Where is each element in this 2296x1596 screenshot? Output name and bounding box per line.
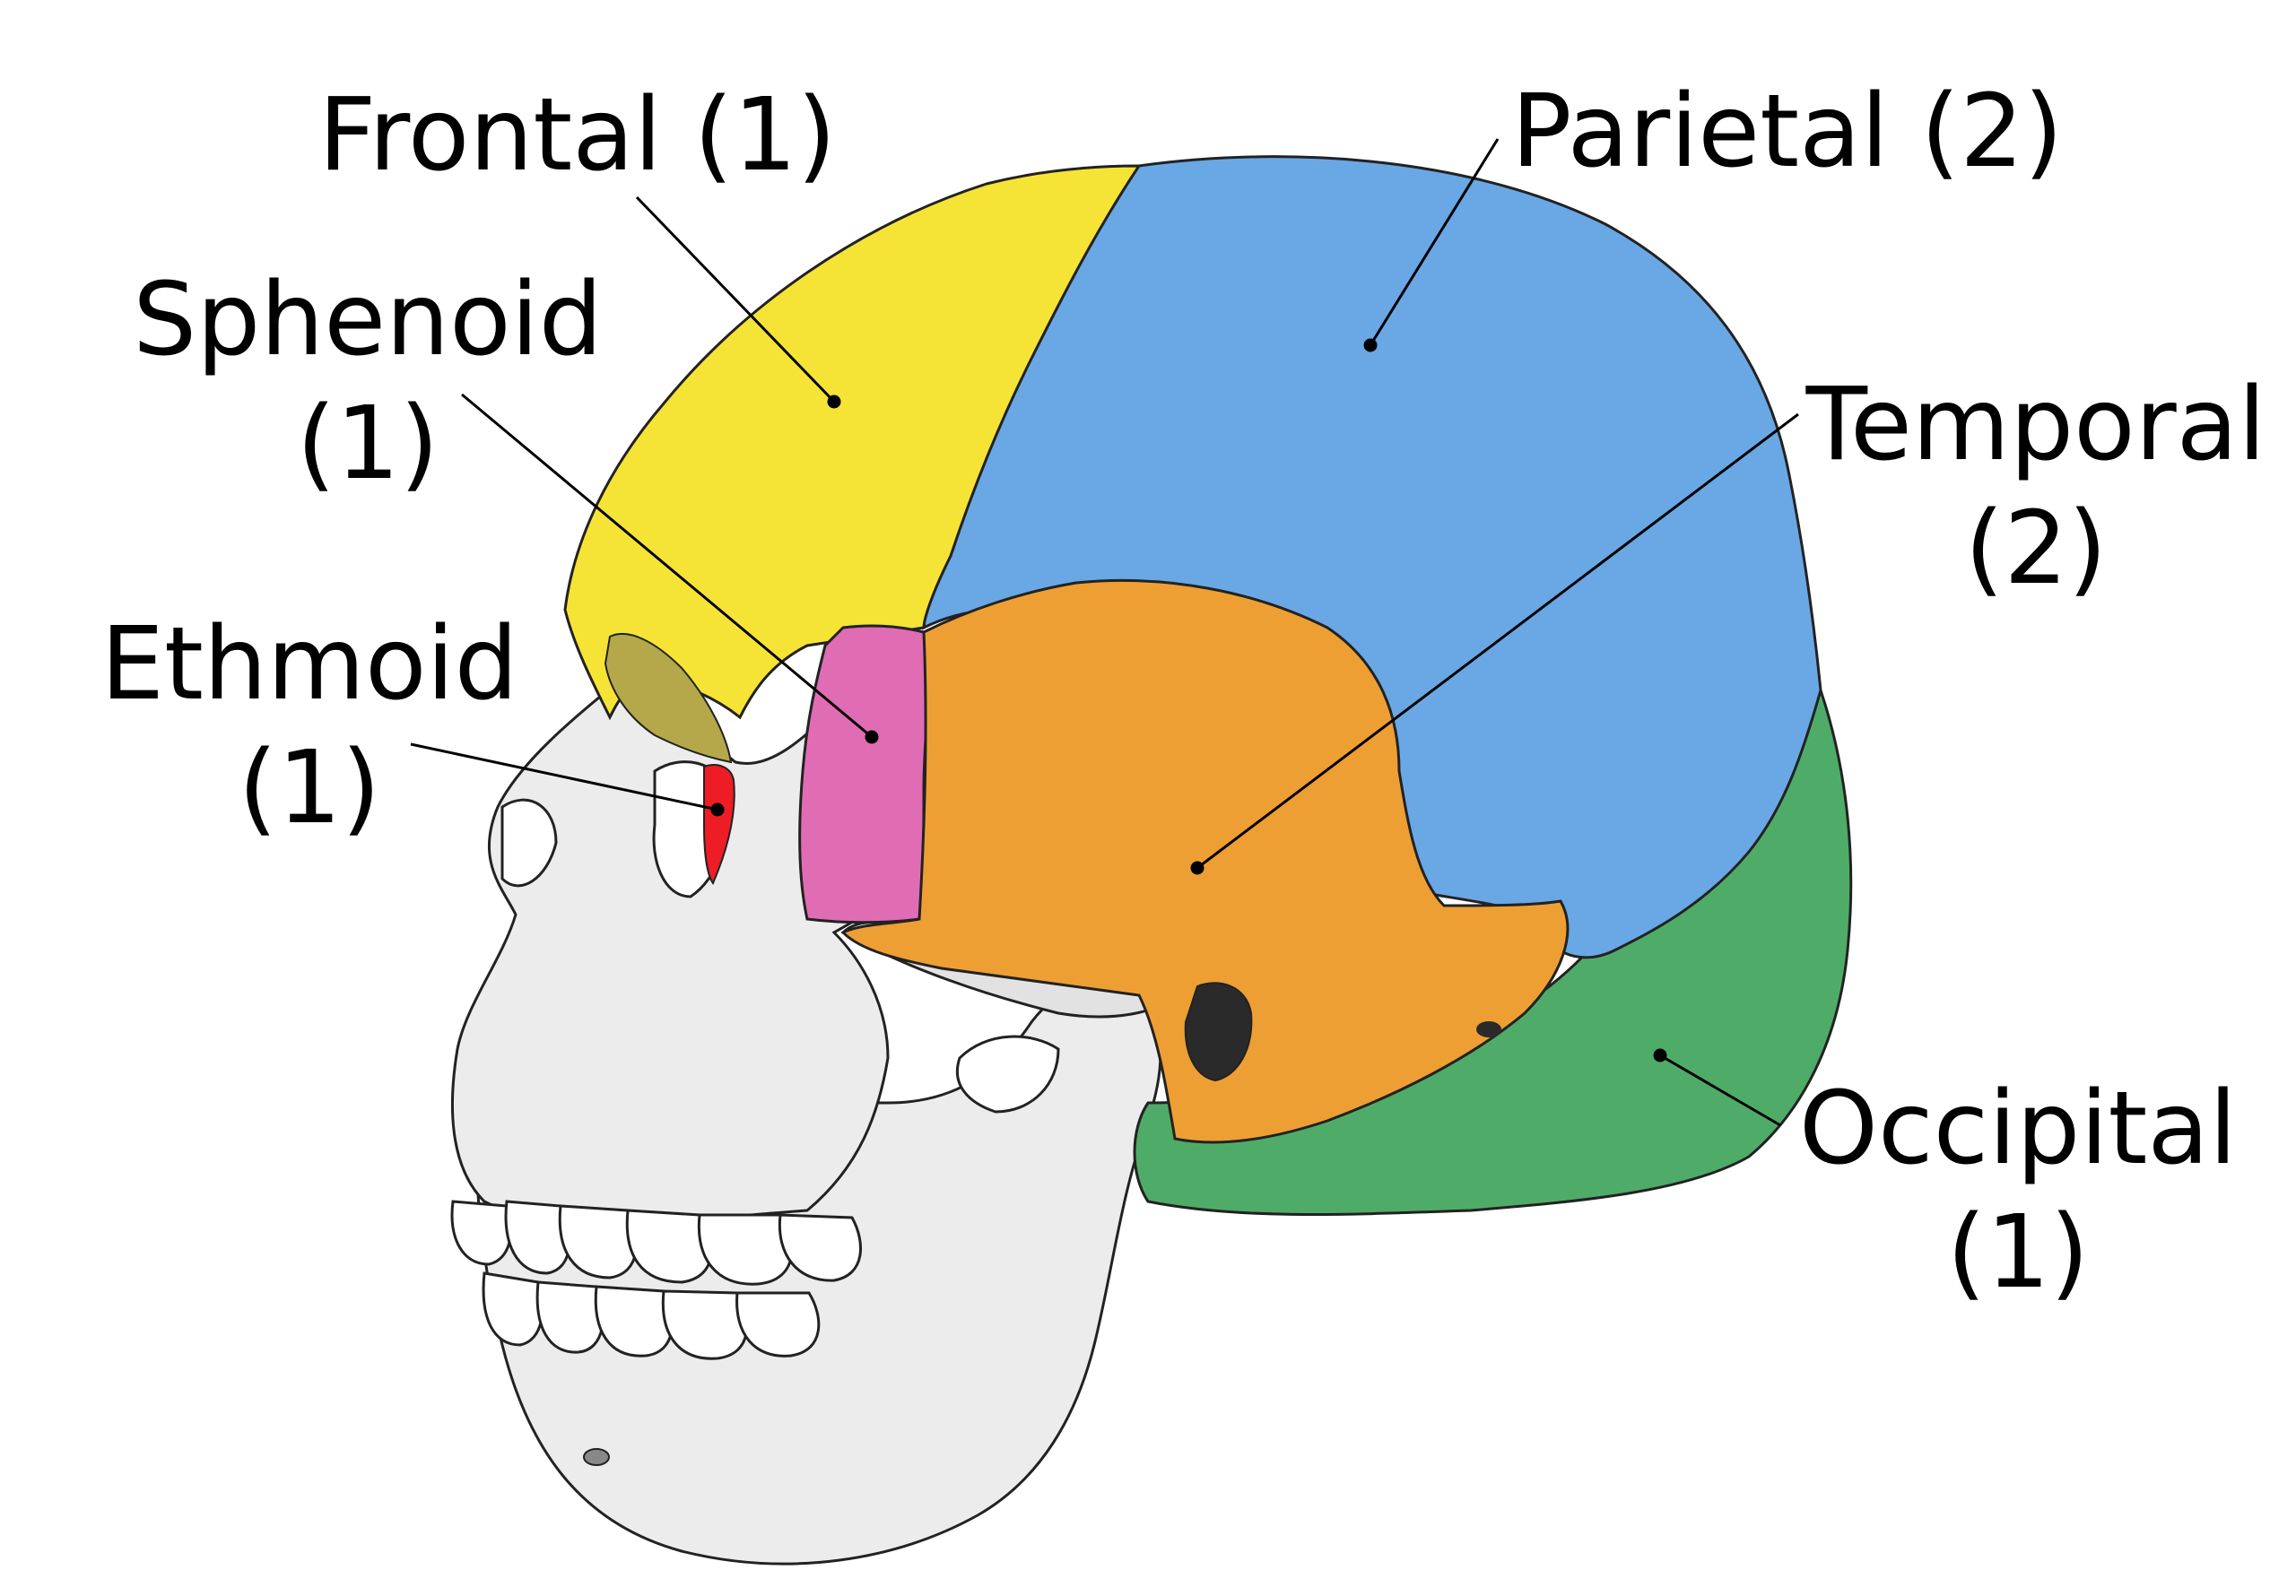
leader-temporal-dot [1190,861,1205,875]
label-sphenoid-count: (1) [296,386,439,502]
label-occipital-name: Occipital [1798,1071,2238,1187]
orbit-shadow [604,632,733,764]
leader-parietal-dot [1363,338,1378,352]
label-temporal-count: (2) [1964,490,2108,607]
sphenoid-bone [798,624,929,924]
label-frontal: Frontal (1) [318,74,836,197]
label-frontal-count: (1) [693,77,837,194]
mastoid-foramen [1476,1021,1501,1037]
leader-lines [410,138,1799,1127]
label-frontal-name: Frontal [318,77,663,194]
label-occipital-count: (1) [1946,1194,2090,1311]
leader-parietal [1369,138,1500,346]
nasal-cavity [500,798,558,888]
leader-sphenoid [461,393,873,739]
label-parietal-name: Parietal [1511,74,1889,190]
mandible-notch [955,1035,1060,1114]
leader-occipital-dot [1653,1048,1667,1063]
leader-frontal-dot [827,395,841,409]
label-ethmoid-name: Ethmoid [100,606,518,723]
leader-temporal [1196,412,1799,870]
label-frontal-text: Frontal (1) [318,74,836,197]
leader-frontal [635,195,836,403]
ethmoid-bone [703,764,735,886]
ear-canal [1184,982,1253,1082]
mental-foramen [583,1448,610,1466]
leader-ethmoid-dot [710,802,725,817]
label-ethmoid-count: (1) [238,730,381,846]
label-sphenoid: Sphenoid (1) [126,258,610,506]
label-occipital: Occipital (1) [1785,1067,2251,1314]
upper-teeth [450,1200,862,1286]
label-parietal: Parietal (2) [1511,70,2063,194]
label-temporal: Temporal (2) [1803,363,2269,611]
leader-ethmoid [410,742,718,811]
facial-skeleton [450,680,1177,1566]
label-ethmoid: Ethmoid (1) [90,603,529,850]
lower-teeth [482,1271,821,1360]
label-parietal-count: (2) [1920,74,2064,190]
label-sphenoid-name: Sphenoid [133,262,603,378]
leader-occipital [1659,1054,1781,1127]
label-parietal-text: Parietal (2) [1511,70,2063,194]
label-temporal-name: Temporal [1805,367,2266,483]
leader-sphenoid-dot [865,730,879,744]
